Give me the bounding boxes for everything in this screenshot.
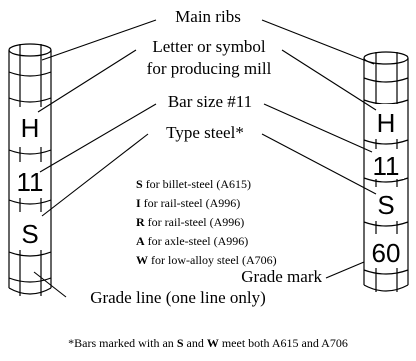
right-bar-bottom-end [363, 284, 409, 292]
right-bar-rib [363, 177, 409, 183]
type-code: A [136, 234, 145, 248]
left-bar-rib [8, 199, 52, 205]
main-ribs-label: Main ribs [175, 7, 241, 26]
footnote: *Bars marked with an S and W meet both A… [0, 336, 416, 351]
bar-size-label: Bar size #11 [168, 92, 252, 111]
footnote-suffix: meet both A615 and A706 [218, 336, 348, 350]
leader-mill-left [37, 49, 137, 113]
leader-type-left [41, 133, 149, 217]
type-desc: for billet-steel (A615) [142, 177, 251, 191]
mill-label-line1: Letter or symbol [152, 37, 266, 56]
right-bar-rib [363, 221, 409, 227]
type-desc: for rail-steel (A996) [140, 196, 241, 210]
type-list-item: A for axle-steel (A996) [136, 234, 248, 248]
left-bar-size-mark: 11 [17, 167, 44, 197]
labels: Main ribs Letter or symbol for producing… [90, 7, 322, 307]
left-bar-rib [8, 71, 52, 77]
left-bar-marks: H 11 S [14, 107, 47, 250]
footnote-w: W [206, 336, 219, 350]
type-list-item: W for low-alloy steel (A706) [136, 253, 277, 267]
left-bar-bottom-end [8, 287, 52, 295]
type-desc: for rail-steel (A996) [144, 215, 245, 229]
left-bar [8, 43, 52, 296]
left-bar-mill-mark: H [21, 113, 40, 143]
grade-mark-label: Grade mark [241, 267, 322, 286]
right-bar-type-mark: S [377, 190, 394, 220]
right-bar-rib [363, 269, 409, 275]
leader-size-left [39, 103, 157, 173]
right-bar-rib [363, 139, 409, 145]
footnote-s: S [176, 336, 184, 350]
right-bar-size-mark: 11 [373, 151, 400, 181]
left-bar-rib [8, 277, 52, 283]
left-bar-rib [8, 97, 52, 103]
type-code: W [136, 253, 148, 267]
footnote-and: and [183, 336, 207, 350]
left-bar-type-mark: S [21, 219, 38, 249]
type-desc: for low-alloy steel (A706) [148, 253, 277, 267]
type-list-item: R for rail-steel (A996) [136, 215, 244, 229]
type-code: R [136, 215, 145, 229]
leader-grade-line [33, 271, 67, 298]
grade-line-label: Grade line (one line only) [90, 288, 266, 307]
right-bar-grade-mark: 60 [372, 238, 401, 268]
left-bar-rib [8, 149, 52, 155]
mill-label-line2: for producing mill [147, 59, 272, 78]
leader-main-ribs-left [41, 19, 157, 61]
left-bar-rib [8, 251, 52, 257]
right-bar-rib [363, 99, 409, 105]
leader-size-right [263, 103, 373, 153]
type-code: I [136, 196, 141, 210]
leader-grade-mark [325, 261, 365, 279]
right-bar-mill-mark: H [377, 108, 396, 138]
type-list-item: I for rail-steel (A996) [136, 196, 240, 210]
right-bar-rib [363, 77, 409, 83]
type-code: S [136, 177, 143, 191]
leader-type-right [261, 133, 377, 195]
type-list-item: S for billet-steel (A615) [136, 177, 251, 191]
type-desc: for axle-steel (A996) [144, 234, 249, 248]
leader-main-ribs-right [261, 19, 375, 65]
left-bar-top-end [8, 43, 52, 57]
right-bar-marks: H 11 S 60 [367, 104, 406, 268]
leader-mill-right [281, 49, 377, 111]
leader-lines [33, 19, 377, 298]
footnote-prefix: *Bars marked with an [68, 336, 177, 350]
type-steel-label: Type steel* [166, 123, 244, 142]
